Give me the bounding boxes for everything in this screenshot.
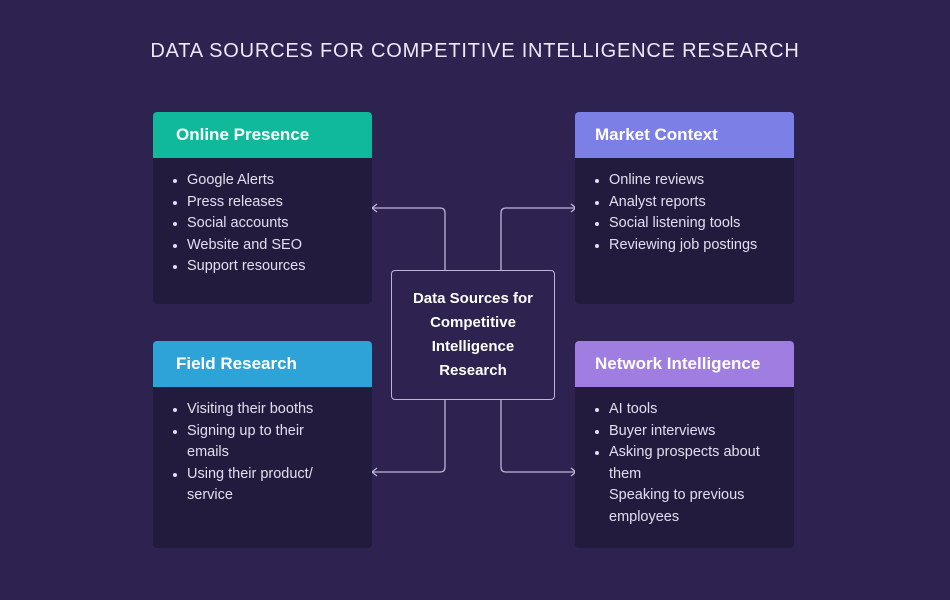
card-network-intelligence: Network Intelligence AI tools Buyer inte… [575, 341, 794, 548]
list-item: Social listening tools [595, 213, 784, 235]
list-item: Reviewing job postings [595, 235, 784, 257]
list-item: Online reviews [595, 170, 784, 192]
center-label-line: Data Sources for [412, 290, 534, 307]
list-item: Buyer interviews [595, 421, 784, 443]
card-market-context: Market Context Online reviews Analyst re… [575, 112, 794, 304]
center-label-line: Intelligence [431, 338, 515, 355]
center-label-line: Research [439, 362, 507, 379]
card-list: Google Alerts Press releases Social acco… [153, 158, 372, 278]
diagram-title: DATA SOURCES FOR COMPETITIVE INTELLIGENC… [150, 40, 800, 62]
list-item-continuation: them [609, 465, 642, 482]
list-item-continuation: service [187, 487, 233, 503]
list-item: Social accounts [173, 213, 362, 235]
list-item-continuation: emails [187, 444, 229, 460]
card-list: Visiting their booths Signing up to thei… [153, 387, 372, 507]
list-item: Website and SEO [173, 235, 362, 257]
list-item-continuation: Speaking to previous [609, 487, 745, 503]
list-item: Visiting their booths [173, 399, 362, 421]
list-item: Signing up to their [173, 421, 362, 443]
list-item: Press releases [173, 192, 362, 214]
list-item: Google Alerts [173, 170, 362, 192]
list-item: Analyst reports [595, 192, 784, 214]
card-online-presence: Online Presence Google Alerts Press rele… [153, 112, 372, 304]
card-header: Market Context [575, 112, 794, 158]
card-list: Online reviews Analyst reports Social li… [575, 158, 794, 256]
list-item: Using their product/ [173, 464, 362, 486]
center-label-line: Competitive [430, 314, 516, 331]
card-header: Field Research [153, 341, 372, 387]
card-field-research: Field Research Visiting their booths Sig… [153, 341, 372, 548]
list-item: AI tools [595, 399, 784, 421]
list-item-continuation: employees [609, 508, 680, 525]
card-header: Online Presence [153, 112, 372, 158]
card-header: Network Intelligence [575, 341, 794, 387]
center-label: Data Sources for Competitive Intelligenc… [413, 287, 533, 383]
card-list: AI tools Buyer interviews Asking prospec… [575, 387, 794, 528]
center-node: Data Sources for Competitive Intelligenc… [391, 270, 555, 400]
list-item: Asking prospects about [595, 442, 784, 464]
list-item: Support resources [173, 256, 362, 278]
